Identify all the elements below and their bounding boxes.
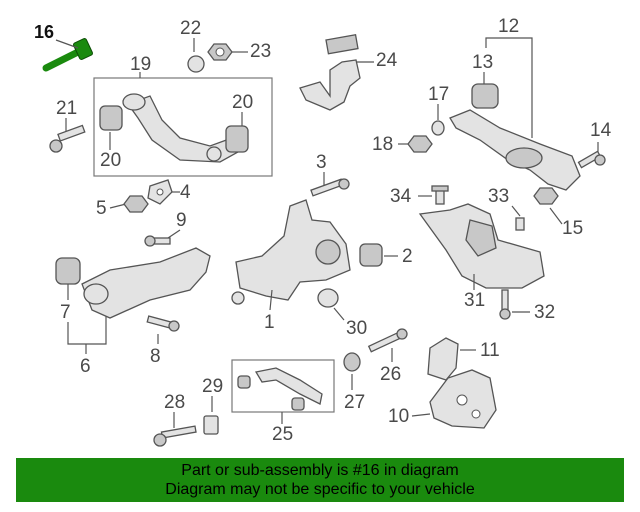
- label-9[interactable]: 9: [176, 210, 187, 231]
- leader-16: [55, 39, 79, 49]
- part-3-bolt[interactable]: [310, 178, 350, 197]
- part-26-bolt[interactable]: [367, 328, 408, 353]
- part-28-bolt[interactable]: [153, 425, 197, 447]
- part-29-clip[interactable]: [203, 415, 219, 435]
- label-20b[interactable]: 20: [232, 92, 253, 113]
- leader-15: [549, 207, 563, 225]
- label-26[interactable]: 26: [380, 364, 401, 385]
- label-10[interactable]: 10: [388, 406, 409, 427]
- part-2-bushing[interactable]: [359, 243, 383, 267]
- label-30[interactable]: 30: [346, 318, 367, 339]
- leader-1: [269, 289, 273, 311]
- label-1[interactable]: 1: [264, 312, 275, 333]
- label-21[interactable]: 21: [56, 98, 77, 119]
- group-box-19: [93, 77, 273, 177]
- leader-33: [511, 205, 521, 217]
- label-34[interactable]: 34: [390, 186, 412, 207]
- label-6[interactable]: 6: [80, 356, 91, 377]
- label-22[interactable]: 22: [180, 18, 201, 39]
- label-3[interactable]: 3: [316, 152, 327, 173]
- part-34-clip[interactable]: [431, 185, 449, 205]
- leader-6: [67, 316, 107, 345]
- part-17-washer[interactable]: [431, 120, 445, 136]
- part-1-knuckle[interactable]: [231, 199, 351, 305]
- part-10-bracket[interactable]: [429, 369, 497, 429]
- part-18-nut[interactable]: [407, 135, 433, 153]
- label-2[interactable]: 2: [402, 246, 413, 267]
- banner-line-2: Diagram may not be specific to your vehi…: [165, 481, 475, 498]
- label-11[interactable]: 11: [480, 340, 500, 361]
- leader-10: [411, 413, 431, 417]
- label-29[interactable]: 29: [202, 376, 223, 397]
- label-4[interactable]: 4: [180, 182, 191, 203]
- part-33-fastener[interactable]: [515, 217, 525, 231]
- label-5[interactable]: 5: [96, 198, 107, 219]
- label-13[interactable]: 13: [472, 52, 493, 73]
- label-23[interactable]: 23: [250, 41, 271, 62]
- leader-5: [109, 203, 127, 209]
- label-24[interactable]: 24: [376, 50, 398, 71]
- part-19-upper-control-arm[interactable]: [99, 93, 249, 163]
- leader-30: [333, 307, 345, 321]
- label-25[interactable]: 25: [272, 424, 293, 445]
- part-14-bolt[interactable]: [577, 150, 606, 169]
- part-12-lower-control-arm[interactable]: [449, 83, 581, 191]
- label-7[interactable]: 7: [60, 302, 71, 323]
- part-15-nut[interactable]: [533, 187, 559, 205]
- label-8[interactable]: 8: [150, 346, 161, 367]
- part-8-bolt[interactable]: [146, 315, 180, 332]
- label-27[interactable]: 27: [344, 392, 365, 413]
- label-12[interactable]: 12: [498, 16, 519, 37]
- part-31-cover[interactable]: [418, 203, 545, 289]
- part-9-bolt[interactable]: [144, 235, 171, 247]
- part-16-bolt[interactable]: [42, 38, 93, 72]
- label-19[interactable]: 19: [130, 54, 151, 75]
- part-32-bolt[interactable]: [499, 289, 511, 320]
- part-30-bushing[interactable]: [317, 288, 339, 308]
- label-31[interactable]: 31: [464, 290, 485, 311]
- part-23-nut[interactable]: [207, 43, 233, 61]
- part-5-nut[interactable]: [123, 195, 149, 213]
- label-17[interactable]: 17: [428, 84, 449, 105]
- parts-diagram: 16 19 20 20 21 22 23 24 12 13: [34, 16, 612, 447]
- banner-line-1: Part or sub-assembly is #16 in diagram: [181, 462, 459, 479]
- label-32[interactable]: 32: [534, 302, 555, 323]
- leader-12: [485, 37, 533, 138]
- label-20a[interactable]: 20: [100, 150, 121, 171]
- part-4-plate[interactable]: [147, 179, 173, 205]
- part-27-nut[interactable]: [343, 352, 361, 372]
- part-22-washer[interactable]: [187, 55, 205, 73]
- part-25-link[interactable]: [237, 367, 323, 411]
- info-banner: Part or sub-assembly is #16 in diagram D…: [16, 458, 624, 502]
- part-21-bolt[interactable]: [49, 124, 86, 153]
- label-18[interactable]: 18: [372, 134, 393, 155]
- group-box-25: [231, 359, 335, 413]
- part-6-trailing-arm[interactable]: [55, 247, 211, 319]
- part-11-mount[interactable]: [427, 337, 459, 381]
- label-28[interactable]: 28: [164, 392, 185, 413]
- part-24-bracket[interactable]: [299, 34, 361, 111]
- label-14[interactable]: 14: [590, 120, 612, 141]
- label-33[interactable]: 33: [488, 186, 509, 207]
- label-16[interactable]: 16: [34, 22, 54, 42]
- label-15[interactable]: 15: [562, 218, 583, 239]
- leader-9: [167, 229, 181, 239]
